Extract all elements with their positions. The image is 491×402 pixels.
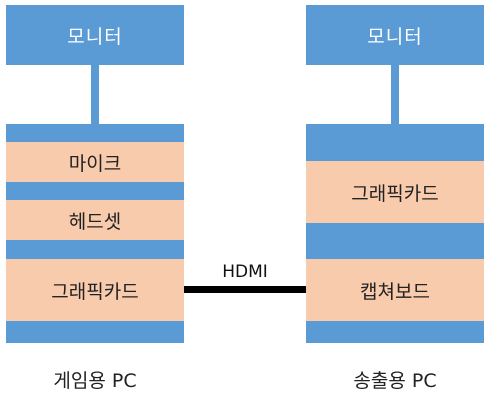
left-component-graphics-card: 그래픽카드 (6, 259, 184, 321)
right-monitor-label: 모니터 (367, 25, 423, 48)
left-component-graphics-card-label: 그래픽카드 (51, 280, 139, 303)
right-monitor-box: 모니터 (306, 5, 484, 65)
hdmi-label-text: HDMI (222, 262, 268, 282)
left-monitor-box: 모니터 (6, 5, 184, 65)
left-component-mic-label: 마이크 (68, 152, 122, 175)
right-component-graphics-card: 그래픽카드 (306, 161, 484, 223)
hdmi-cable-line (184, 286, 306, 293)
right-component-capture-board: 캡쳐보드 (306, 259, 484, 321)
left-component-headset-label: 헤드셋 (68, 210, 122, 233)
left-pc-caption-text: 게임용 PC (53, 370, 137, 392)
hdmi-label: HDMI (184, 262, 306, 282)
left-component-headset: 헤드셋 (6, 200, 184, 240)
right-pc-caption: 송출용 PC (306, 366, 484, 393)
left-component-mic: 마이크 (6, 142, 184, 182)
right-pc-caption-text: 송출용 PC (353, 370, 437, 392)
right-component-graphics-card-label: 그래픽카드 (351, 182, 439, 205)
right-monitor-stand (391, 65, 399, 124)
left-monitor-label: 모니터 (67, 25, 123, 48)
right-component-capture-board-label: 캡쳐보드 (360, 280, 430, 303)
left-monitor-stand (91, 65, 99, 124)
left-pc-caption: 게임용 PC (6, 366, 184, 393)
